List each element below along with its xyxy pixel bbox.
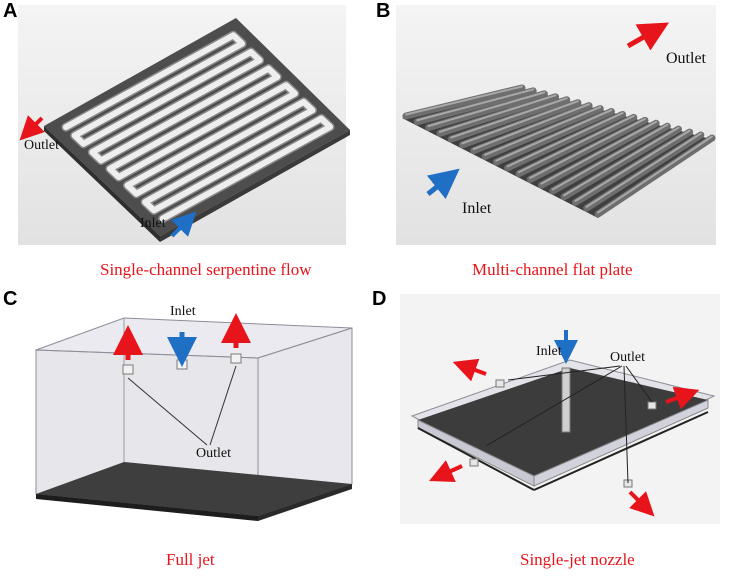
outlet-arrow-icon: [19, 115, 45, 141]
nozzle-left: [122, 364, 134, 375]
outlet-port: [469, 458, 479, 467]
panel-letter-d: D: [372, 288, 387, 310]
parallel-channels: [402, 84, 716, 218]
nozzle-center: [176, 359, 188, 370]
panel-d-outlet-label: Outlet: [610, 350, 645, 365]
nozzle-right: [230, 353, 242, 364]
panel-d-inlet-label: Inlet: [536, 344, 562, 359]
outlet-arrow-icon: [452, 358, 487, 382]
panel-d-caption: Single-jet nozzle: [520, 550, 635, 569]
panel-letter-a: A: [3, 0, 18, 22]
center-nozzle: [561, 367, 571, 433]
panel-a-outlet-label: Outlet: [24, 138, 59, 153]
panel-a-inlet-label: Inlet: [140, 216, 166, 231]
panel-letter-b: B: [376, 0, 391, 22]
panel-a-drawing: [18, 5, 350, 245]
panel-b-drawing: [396, 5, 716, 245]
panel-b-outlet-label: Outlet: [666, 50, 706, 67]
outlet-port: [495, 379, 505, 388]
box-bottom-plate: [36, 462, 352, 516]
panel-d-drawing: [400, 294, 720, 524]
outlet-arrow-icon: [665, 386, 700, 410]
inlet-arrow-icon: [426, 168, 460, 200]
panel-b-inlet-label: Inlet: [462, 200, 492, 217]
panel-c-drawing: [35, 313, 353, 521]
outlet-arrow-icon: [626, 22, 670, 51]
panel-a-caption: Single-channel serpentine flow: [100, 260, 312, 279]
panel-c-outlet-label: Outlet: [196, 446, 231, 461]
serpentine-channel: [61, 30, 335, 224]
panel-c-inlet-label: Inlet: [170, 304, 196, 319]
outlet-arrow-icon: [628, 490, 655, 517]
panel-letter-c: C: [3, 288, 18, 310]
panel-b-caption: Multi-channel flat plate: [472, 260, 633, 279]
inlet-arrow-icon: [170, 211, 197, 238]
outlet-port: [647, 401, 657, 410]
outlet-arrow-icon: [429, 460, 463, 482]
panel-c-caption: Full jet: [166, 550, 215, 569]
